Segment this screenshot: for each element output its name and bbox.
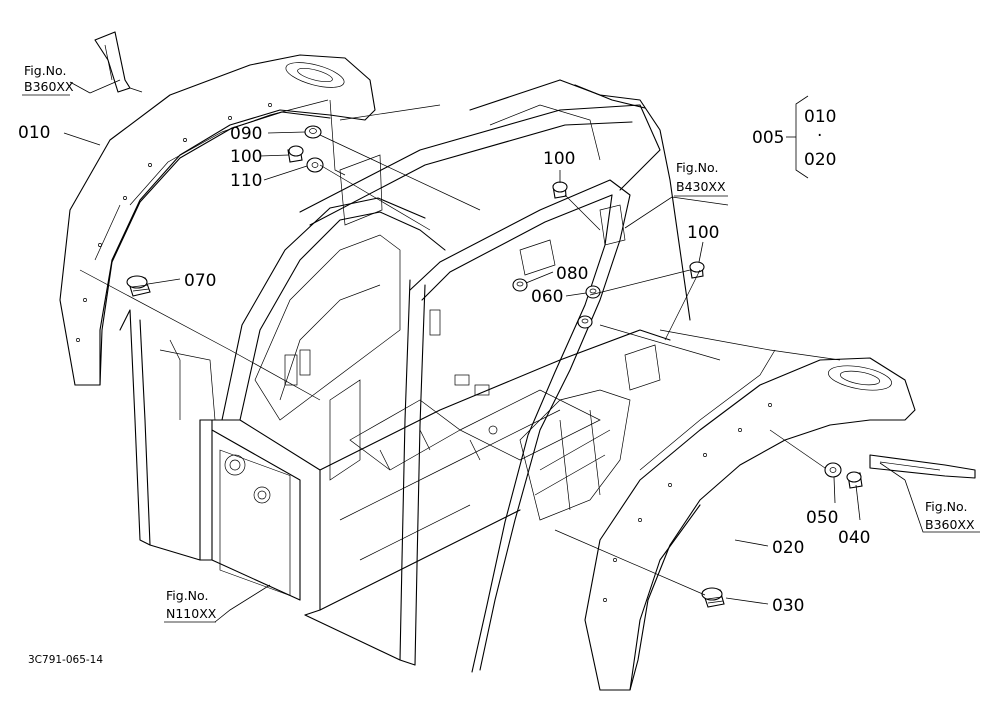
fig-reference-4: Fig.No. N110XX [164,588,217,623]
fig-reference-1: Fig.No. B360XX [22,63,74,96]
leader-lines [63,79,906,623]
fig-ref-number: B360XX [24,79,74,94]
fig-ref-number: B430XX [676,179,726,194]
part-100-bolt-c [689,261,705,279]
callout-080: 080 [556,264,588,284]
part-050-washer [824,462,842,478]
drawing-code: 3C791-065-14 [28,654,103,666]
callout-020: 020 [772,538,804,558]
fender-stay-right [869,454,976,479]
assembly-child-1: 010 [804,107,836,127]
assembly-bracket: 005 010 · 020 [752,95,836,179]
fig-reference-2: Fig.No. B430XX [674,160,728,197]
callout-labels: 010 090 100 110 070 100 100 080 060 050 … [18,123,870,616]
callout-050: 050 [806,508,838,528]
part-040-bolt [846,471,863,489]
callout-100-right: 100 [687,223,719,243]
fig-ref-label: Fig.No. [676,160,718,175]
callout-010: 010 [18,123,50,143]
callout-100-upper-left: 100 [230,147,262,167]
fig-ref-number: N110XX [166,606,217,621]
fig-ref-number: B360XX [925,517,975,532]
callout-030: 030 [772,596,804,616]
part-110-washer [306,157,324,173]
part-030-grommet [701,587,725,608]
right-fender [584,349,916,691]
part-070-grommet [126,275,151,297]
fig-reference-3: Fig.No. B360XX [904,479,980,533]
callout-090: 090 [230,124,262,144]
fig-ref-label: Fig.No. [166,588,208,603]
assembly-child-separator: · [817,126,822,146]
part-080-nut [512,278,528,292]
part-060-nut [577,285,601,329]
fig-ref-label: Fig.No. [24,63,66,78]
fender-stay-left [94,31,143,93]
part-100-bolt-a [287,145,304,163]
part-100-bolt-b [552,181,568,199]
assembly-child-2: 020 [804,150,836,170]
assembly-parent: 005 [752,128,784,148]
callout-070: 070 [184,271,216,291]
cab-frame [119,79,691,673]
callout-040: 040 [838,528,870,548]
fasteners [126,125,863,608]
fig-ref-label: Fig.No. [925,499,967,514]
assembly-lines [79,104,841,596]
part-090-nut [304,125,322,139]
callout-100-center: 100 [543,149,575,169]
callout-110: 110 [230,171,262,191]
left-fender [59,54,376,386]
callout-060: 060 [531,287,563,307]
